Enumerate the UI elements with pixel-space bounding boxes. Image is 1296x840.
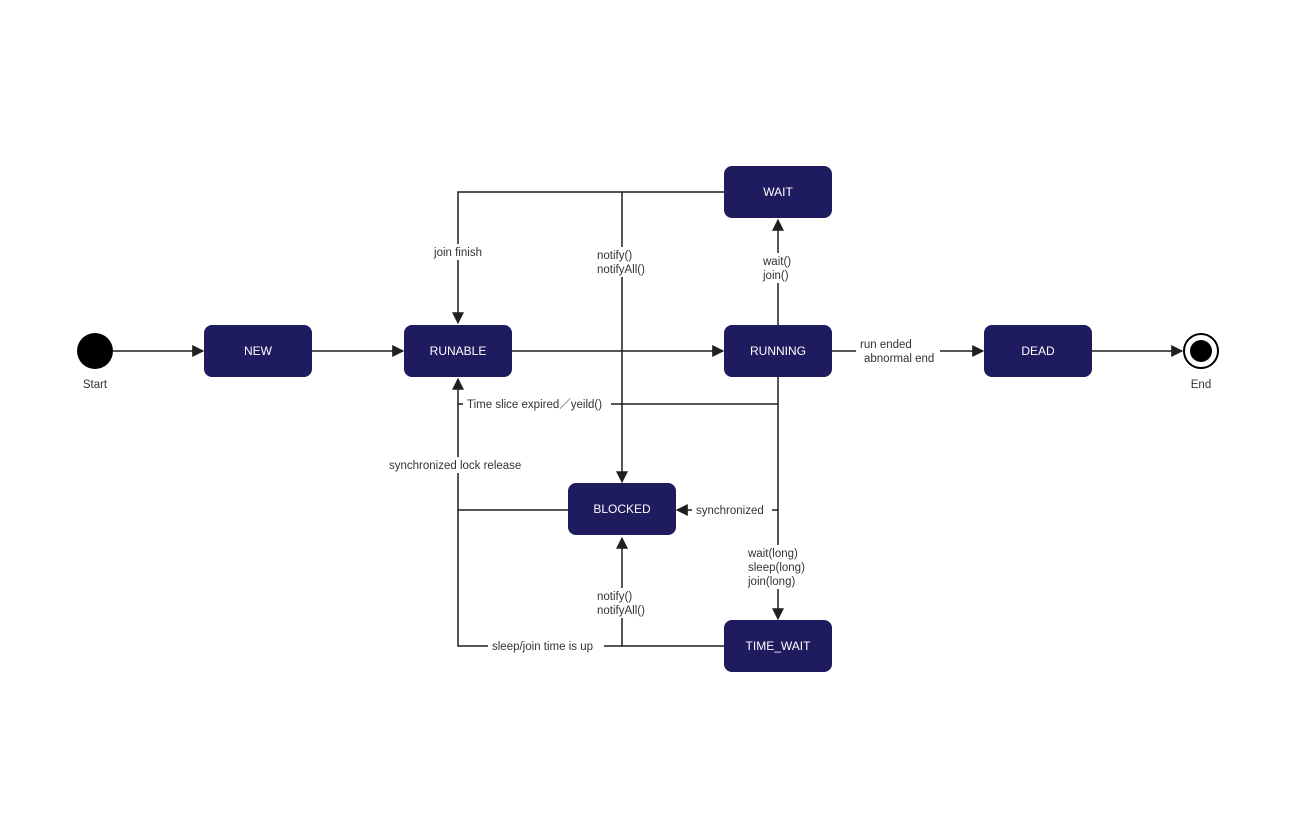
state-runable[interactable]: RUNABLE <box>404 325 512 377</box>
label-sync-release: synchronized lock release <box>389 460 521 472</box>
label-notify-line2: notifyAll() <box>597 264 645 276</box>
label-notify2-line1: notify() <box>597 591 632 603</box>
label-abnormal-end: abnormal end <box>864 353 934 365</box>
state-wait[interactable]: WAIT <box>724 166 832 218</box>
label-timed-line3: join(long) <box>747 576 795 588</box>
edge-wait-runable <box>452 191 724 325</box>
state-new[interactable]: NEW <box>204 325 312 377</box>
label-join-finish: join finish <box>433 247 482 259</box>
label-time-slice: Time slice expired／yeild() <box>467 398 602 411</box>
state-dead-label: DEAD <box>1021 344 1055 358</box>
state-time-wait[interactable]: TIME_WAIT <box>724 620 832 672</box>
start-label: Start <box>83 379 108 391</box>
state-running-label: RUNNING <box>750 344 806 358</box>
edge-timewait-runable <box>457 510 724 647</box>
state-runable-label: RUNABLE <box>430 344 487 358</box>
label-timed-line2: sleep(long) <box>748 562 805 574</box>
label-wait-line1: wait() <box>762 256 791 268</box>
state-running[interactable]: RUNNING <box>724 325 832 377</box>
label-notify2-line2: notifyAll() <box>597 605 645 617</box>
state-new-label: NEW <box>244 344 273 358</box>
state-wait-label: WAIT <box>763 185 793 199</box>
label-timed-line1: wait(long) <box>747 548 798 560</box>
start-node <box>77 333 113 369</box>
state-time-wait-label: TIME_WAIT <box>746 639 812 653</box>
label-synchronized: synchronized <box>696 505 764 517</box>
end-node-inner <box>1190 340 1212 362</box>
label-sleep-join-up: sleep/join time is up <box>492 641 593 653</box>
label-run-ended: run ended <box>860 339 912 351</box>
state-blocked-label: BLOCKED <box>593 502 651 516</box>
end-label: End <box>1191 379 1211 391</box>
label-wait-line2: join() <box>762 270 789 282</box>
state-dead[interactable]: DEAD <box>984 325 1092 377</box>
state-blocked[interactable]: BLOCKED <box>568 483 676 535</box>
label-notify-line1: notify() <box>597 250 632 262</box>
edge-running-runable <box>452 377 779 405</box>
